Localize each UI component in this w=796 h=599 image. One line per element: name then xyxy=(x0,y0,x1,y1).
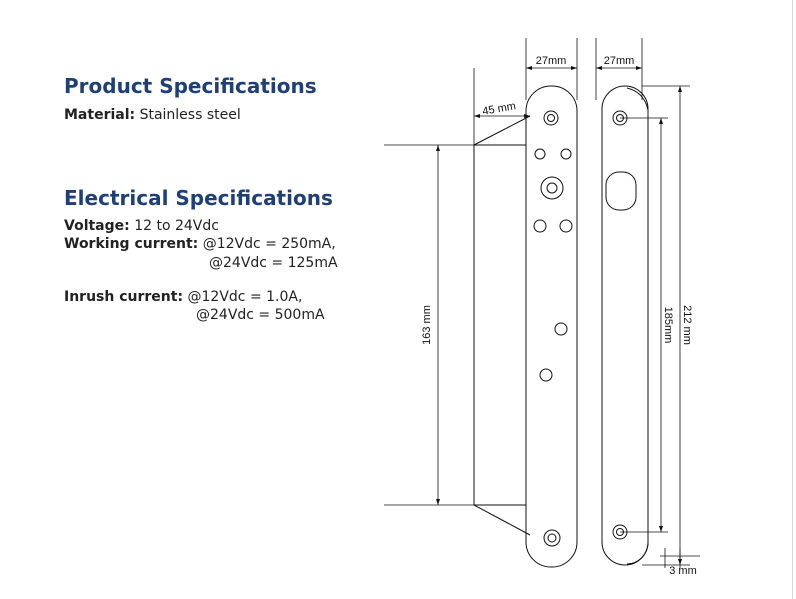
front-bottom-screw-hole xyxy=(543,529,561,547)
dimension-arrows xyxy=(436,66,682,565)
side-width-label: 27mm xyxy=(604,55,635,67)
front-hole xyxy=(539,368,553,382)
voltage-line: Voltage: 12 to 24Vdc xyxy=(64,218,219,234)
side-latch-slot xyxy=(605,171,637,211)
front-latch-hole xyxy=(540,176,564,200)
inrush-current-value-2: @24Vdc = 500mA xyxy=(196,307,325,323)
material-line: Material: Stainless steel xyxy=(64,107,241,123)
body-height-label: 163 mm xyxy=(421,305,433,345)
material-label: Material: xyxy=(64,107,136,123)
front-hole xyxy=(533,219,547,233)
working-current-value-2: @24Vdc = 125mA xyxy=(209,255,338,271)
side-faceplate xyxy=(601,85,649,566)
hole-spacing-label: 185mm xyxy=(662,307,674,344)
front-hole xyxy=(560,148,572,160)
side-faceplate-edge xyxy=(626,87,649,565)
front-width-label: 27mm xyxy=(536,55,567,67)
thickness-label: 3 mm xyxy=(669,565,697,577)
front-bottom-screw-hole-inner xyxy=(547,533,557,543)
front-faceplate xyxy=(525,85,578,568)
working-current-line: Working current: @12Vdc = 250mA, xyxy=(64,236,336,252)
voltage-label: Voltage: xyxy=(64,218,130,234)
front-hole xyxy=(554,322,568,336)
page-edge-line xyxy=(792,0,793,599)
front-body-plate xyxy=(473,144,527,506)
inrush-current-label: Inrush current: xyxy=(64,289,184,305)
total-length-label: 212 mm xyxy=(681,305,693,345)
offset-label: 45 mm xyxy=(482,100,517,118)
voltage-value: 12 to 24Vdc xyxy=(129,218,219,234)
front-body-bottom-bevel xyxy=(473,504,531,536)
product-specs-title: Product Specifications xyxy=(64,74,317,98)
electrical-specs-title: Electrical Specifications xyxy=(64,186,333,210)
front-hole xyxy=(534,148,546,160)
front-top-screw-hole-inner xyxy=(547,114,555,122)
front-top-screw-hole xyxy=(543,110,559,126)
inrush-current-value-1: @12Vdc = 1.0A, xyxy=(183,289,303,305)
inrush-current-line: Inrush current: @12Vdc = 1.0A, xyxy=(64,289,302,305)
front-latch-hole-inner xyxy=(546,182,558,194)
dimension-lines xyxy=(384,38,700,568)
working-current-label: Working current: xyxy=(64,236,199,252)
front-body-top-bevel xyxy=(473,115,531,146)
working-current-value-1: @12Vdc = 250mA, xyxy=(198,236,336,252)
material-value: Stainless steel xyxy=(135,107,241,123)
front-hole xyxy=(559,219,573,233)
